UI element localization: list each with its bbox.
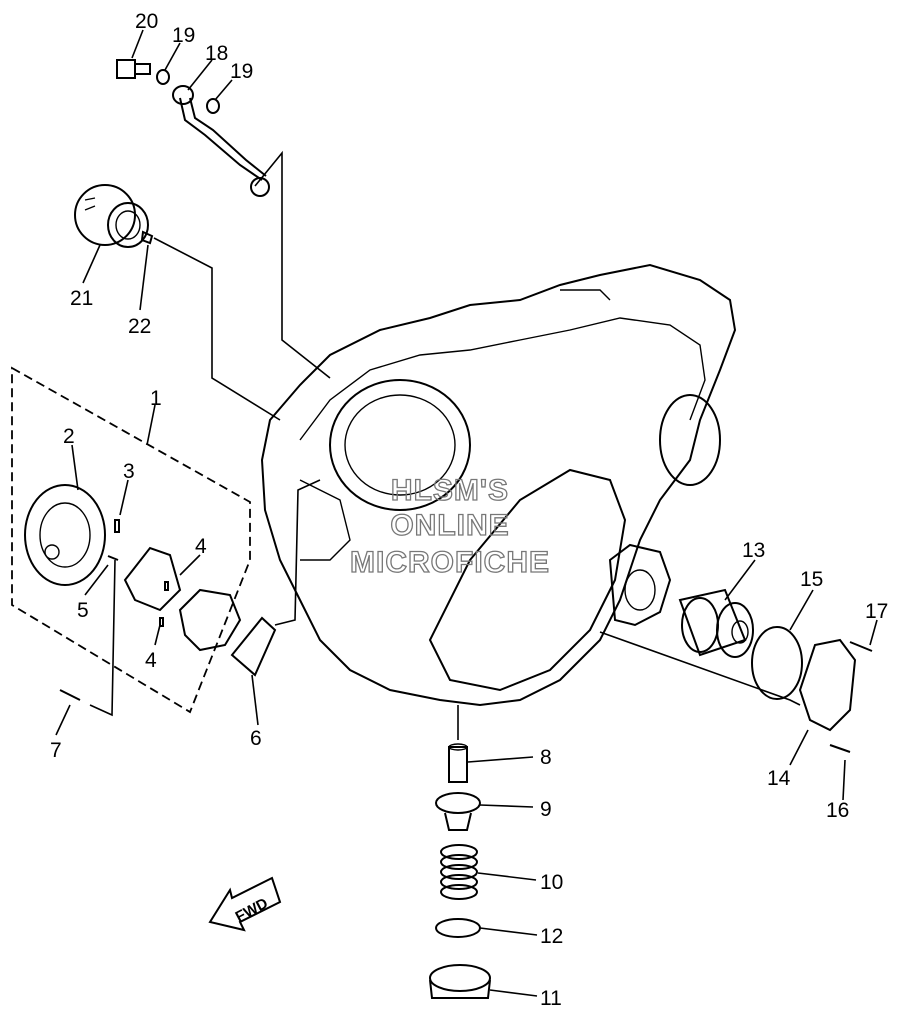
leader-16 [842, 759, 846, 801]
gasket-washer-2 [206, 98, 220, 114]
callout-9: 9 [540, 798, 552, 821]
leader-4b [154, 624, 161, 646]
o-ring-15 [751, 626, 803, 700]
leader-15 [789, 589, 814, 631]
callout-1: 1 [150, 387, 162, 410]
leader-18 [187, 59, 213, 91]
leader-19b [214, 79, 233, 101]
callout-21: 21 [70, 287, 93, 310]
drain-plug-9 [435, 792, 481, 831]
callout-7: 7 [50, 739, 62, 762]
watermark-line-2: ONLINE [390, 509, 509, 542]
leader-12 [479, 927, 538, 936]
gear-assembly-line [153, 237, 281, 421]
callout-10: 10 [540, 871, 563, 894]
callout-19a: 19 [172, 24, 195, 47]
leader-7 [55, 704, 71, 736]
oil-pump-assembly-box [11, 366, 251, 714]
strainer-8 [448, 743, 468, 783]
leader-1 [146, 404, 156, 446]
filter-housing-gasket [608, 543, 672, 627]
pump-gasket [230, 616, 277, 677]
pipe-assembly-line [254, 150, 331, 379]
bolt-17 [849, 641, 873, 652]
pump-pin [114, 519, 120, 533]
leader-11 [489, 989, 538, 997]
callout-12: 12 [540, 925, 563, 948]
oil-filter-element [678, 588, 754, 658]
primary-drive-gear [74, 184, 149, 248]
filter-assembly-line [599, 631, 801, 706]
callout-14: 14 [767, 767, 791, 790]
filter-cover [798, 638, 857, 732]
pump-assembly-line [274, 479, 321, 626]
leader-21 [82, 244, 101, 284]
callout-2: 2 [63, 425, 75, 448]
pipe-banjo-upper [172, 85, 194, 105]
pump-body [178, 588, 242, 652]
screw-7 [59, 689, 81, 701]
leader-6 [251, 674, 259, 726]
leader-4a [179, 554, 201, 576]
leader-8 [467, 756, 534, 763]
callout-15: 15 [800, 568, 823, 591]
callout-22: 22 [128, 315, 151, 338]
callout-8: 8 [540, 746, 552, 769]
pipe-banjo-lower [250, 177, 270, 197]
leader-3 [119, 479, 129, 516]
callout-13: 13 [742, 539, 765, 562]
callout-labels: 20 19 18 19 21 22 1 2 3 4 4 5 6 7 8 9 10… [50, 10, 888, 1010]
callout-19b: 19 [230, 60, 253, 83]
watermark: HLSM'S ONLINE MICROFICHE [349, 473, 550, 579]
screw-5 [107, 555, 119, 561]
oil-pump-drive-gear [24, 484, 106, 586]
callout-17: 17 [865, 600, 888, 623]
fwd-label: FWD [233, 895, 271, 926]
woodruff-key [140, 230, 154, 245]
drain-cap-11 [429, 964, 491, 999]
leader-14 [789, 729, 809, 766]
oil-delivery-pipe [172, 85, 270, 197]
callout-4b: 4 [145, 649, 157, 672]
crankcase-cover [260, 263, 737, 707]
union-bolt [116, 59, 151, 79]
dowel-pin-a [164, 581, 169, 591]
pump-rotor-cover [123, 546, 182, 612]
leader-17 [869, 619, 878, 646]
spring-10 [440, 844, 478, 900]
leader-20 [131, 29, 144, 59]
callout-6: 6 [250, 727, 262, 750]
leader-13 [724, 559, 756, 601]
bolt-16 [829, 744, 851, 753]
leader-5 [84, 564, 109, 596]
callout-11: 11 [540, 987, 562, 1010]
gasket-washer-1 [156, 69, 170, 85]
watermark-line-1: HLSM'S [391, 474, 509, 507]
leader-2 [71, 444, 79, 491]
callout-3: 3 [123, 460, 135, 483]
leader-10 [477, 872, 537, 881]
forward-arrow-icon: FWD [208, 876, 282, 932]
callout-5: 5 [77, 599, 89, 622]
callout-4a: 4 [195, 535, 207, 558]
screw-assembly-line [89, 559, 116, 717]
dowel-pin-b [159, 617, 164, 627]
leader-19a [164, 42, 181, 71]
callout-20: 20 [135, 10, 158, 33]
watermark-line-3: MICROFICHE [350, 546, 550, 579]
callout-18: 18 [205, 42, 228, 65]
leader-9 [479, 804, 534, 808]
o-ring-12 [435, 918, 481, 938]
callout-16: 16 [826, 799, 849, 822]
leader-22 [139, 244, 149, 311]
